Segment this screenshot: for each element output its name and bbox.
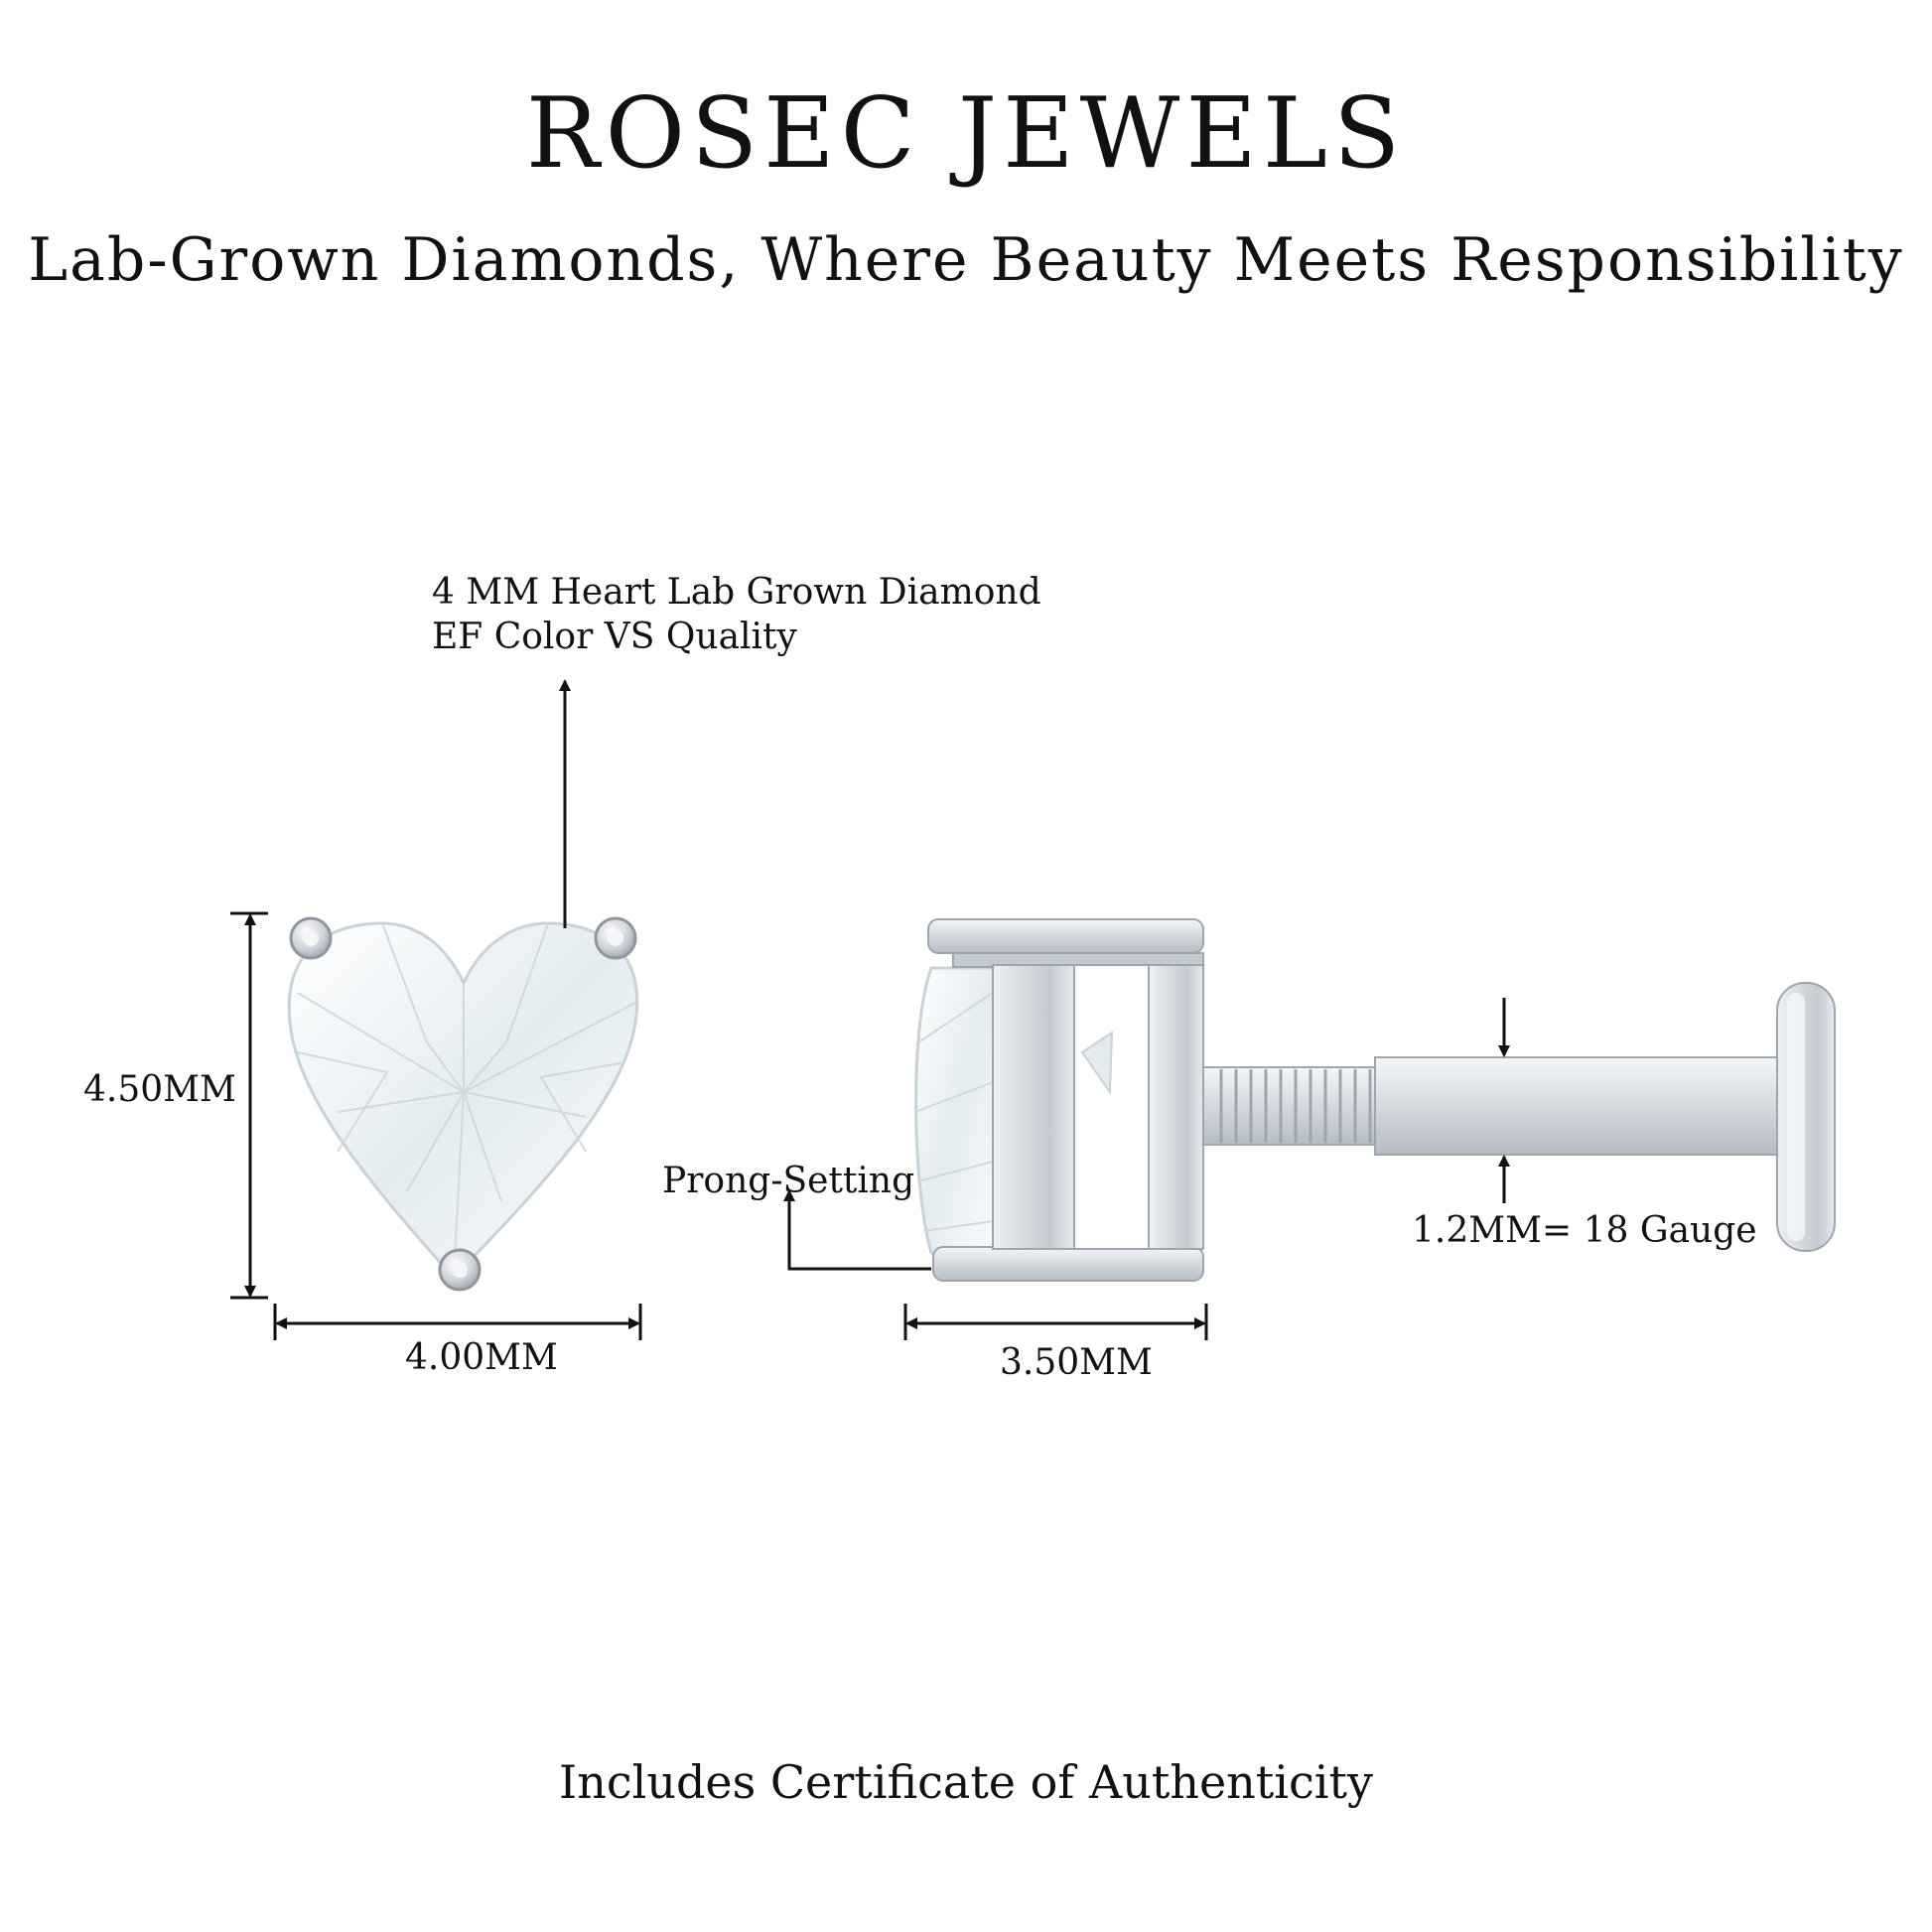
depth-dimension-line: [903, 1304, 1208, 1340]
stone-description-line2: EF Color VS Quality: [432, 617, 797, 657]
width-dimension-line: [273, 1304, 642, 1340]
stone-description-line1: 4 MM Heart Lab Grown Diamond: [432, 572, 1041, 613]
stud-side-view: [914, 918, 1204, 1282]
depth-label: 3.50MM: [1000, 1342, 1153, 1383]
height-dimension-line: [230, 911, 268, 1300]
prong-setting-label: Prong-Setting: [662, 1161, 915, 1201]
prong-setting-callout: [783, 1189, 931, 1271]
heart-diamond-front-view: [287, 916, 639, 1292]
brand-tagline: Lab-Grown Diamonds, Where Beauty Meets R…: [28, 225, 1904, 295]
brand-title: ROSEC JEWELS: [525, 77, 1407, 191]
gauge-label: 1.2MM= 18 Gauge: [1412, 1210, 1757, 1251]
stone-description: 4 MM Heart Lab Grown Diamond EF Color VS…: [432, 570, 1041, 659]
width-label: 4.00MM: [405, 1337, 558, 1378]
threaded-post: [1202, 982, 1836, 1252]
certificate-note: Includes Certificate of Authenticity: [559, 1755, 1373, 1809]
height-label: 4.50MM: [83, 1069, 236, 1110]
